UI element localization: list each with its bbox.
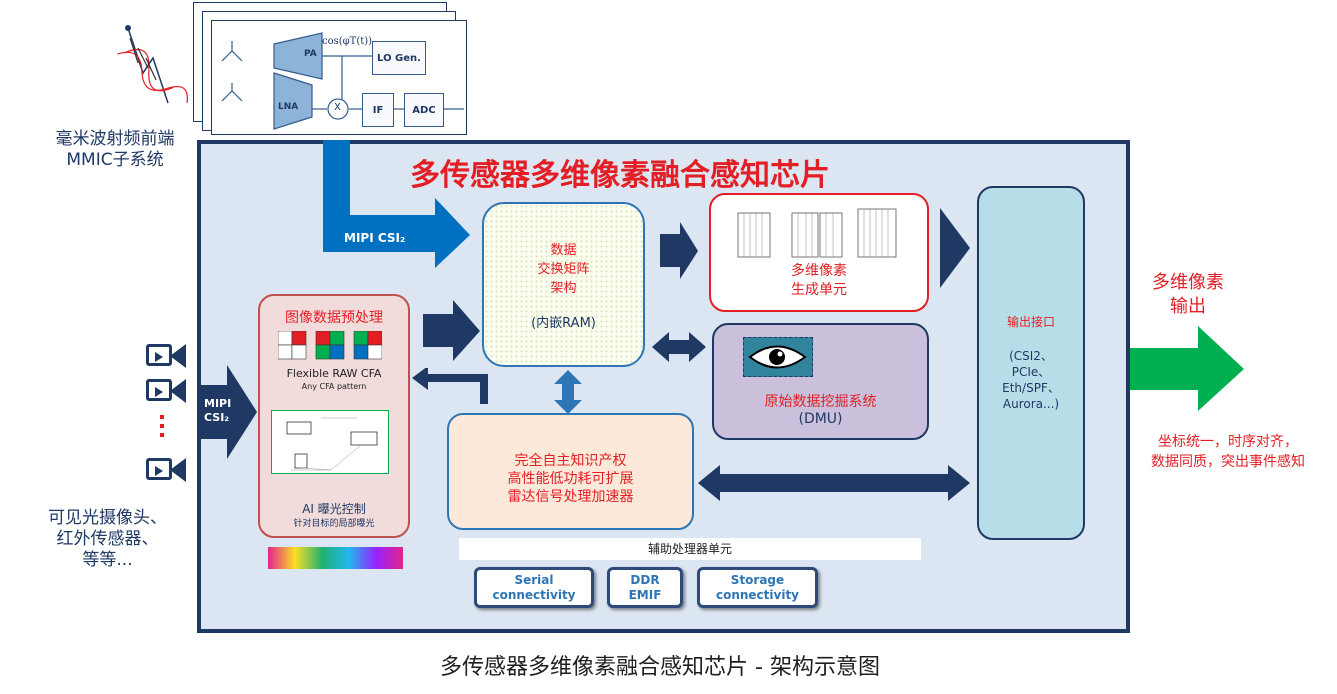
radar-line3: 雷达信号处理加速器 xyxy=(507,489,634,505)
chip-title: 多传感器多维像素融合感知芯片 xyxy=(410,158,830,193)
lo-gen-block: LO Gen. xyxy=(372,41,426,75)
camera-label-line2: 红外传感器、 xyxy=(56,529,159,549)
adc-label: ADC xyxy=(412,104,436,116)
ae-line2: 针对目标的局部曝光 xyxy=(293,519,375,529)
rf-signal-chain-lines xyxy=(221,32,464,130)
lo-gen-label: LO Gen. xyxy=(377,52,421,64)
crossbar-line2: 交换矩阵 xyxy=(537,262,590,277)
serial-line2: connectivity xyxy=(492,587,576,602)
camera-label-line3: 等等... xyxy=(82,550,133,570)
dmu-line1: 原始数据挖掘系统 xyxy=(764,394,877,410)
storage-line2: connectivity xyxy=(715,587,800,602)
rf-frontend-label: 毫米波射频前端 MMIC子系统 xyxy=(30,129,200,171)
output-desc-line2: 数据同质，突出事件感知 xyxy=(1151,454,1305,470)
crossbar-line1: 数据 xyxy=(550,243,577,258)
camera-label-line1: 可见光摄像头、 xyxy=(48,508,167,528)
pixel-gen-text: 多维像素 生成单元 xyxy=(709,262,929,300)
pixelgen-to-output-arrow xyxy=(940,208,970,288)
eye-icon xyxy=(743,337,813,377)
cfa-line2: Any CFA pattern xyxy=(301,382,367,391)
dmu-line2: (DMU) xyxy=(798,411,843,427)
mipi-left-label: MIPI CSI₂ xyxy=(204,397,231,425)
radar-text: 完全自主知识产权 高性能低功耗可扩展 雷达信号处理加速器 xyxy=(447,452,694,506)
mipi-top-arrow xyxy=(323,140,470,268)
ddr-line2: EMIF xyxy=(628,587,662,602)
tensor-cubes-icon xyxy=(737,208,897,258)
rf-label-line2: MMIC子系统 xyxy=(66,150,164,170)
crossbar-line4: (内嵌RAM) xyxy=(531,316,596,331)
output-if-line4: Aurora...) xyxy=(1002,397,1060,411)
crossbar-text: 数据 交换矩阵 架构 xyxy=(482,241,645,298)
ddr-line1: DDR xyxy=(630,572,660,587)
serial-line1: Serial xyxy=(514,572,554,587)
rf-label-line1: 毫米波射频前端 xyxy=(55,129,175,149)
output-if-title: 输出接口 xyxy=(1006,315,1055,329)
output-if-line1: (CSI2、 xyxy=(1009,349,1053,363)
lna-label: LNA xyxy=(278,102,299,112)
preprocess-title: 图像数据预处理 xyxy=(285,310,383,326)
camera-label: 可见光摄像头、 红外传感器、 等等... xyxy=(20,508,195,571)
output-desc: 坐标统一，时序对齐， 数据同质，突出事件感知 xyxy=(1122,432,1334,472)
radar-line1: 完全自主知识产权 xyxy=(514,453,627,469)
pixel-gen-line2: 生成单元 xyxy=(791,282,847,298)
ae-diagram-icon xyxy=(271,410,389,474)
pixel-gen-line1: 多维像素 xyxy=(791,263,847,279)
output-label-line1: 多维像素 xyxy=(1152,272,1224,293)
preprocess-to-crossbar-arrow xyxy=(423,300,480,361)
storage-line1: Storage xyxy=(730,572,785,587)
mipi-left-line1: MIPI xyxy=(204,397,232,410)
mixer-label: X xyxy=(334,102,341,113)
crossbar-box xyxy=(482,202,645,367)
mipi-left-line2: CSI₂ xyxy=(204,411,230,424)
adc-block: ADC xyxy=(404,93,444,127)
crossbar-dmu-bidirectional-arrow xyxy=(652,332,706,362)
output-if-list: (CSI2、 PCIe、 Eth/SPF、 Aurora...) xyxy=(977,348,1085,412)
crossbar-to-pixelgen-arrow xyxy=(660,222,698,279)
output-green-arrow xyxy=(1130,326,1244,411)
cfa-line1: Flexible RAW CFA xyxy=(286,367,382,380)
output-interface-box xyxy=(977,186,1085,540)
output-label: 多维像素 输出 xyxy=(1132,271,1244,319)
crossbar-radar-vertical-arrow xyxy=(554,370,582,414)
aux-label-bar: 辅助处理器单元 xyxy=(459,538,921,560)
radar-output-bidirectional-arrow xyxy=(698,465,970,501)
output-desc-line1: 坐标统一，时序对齐， xyxy=(1158,434,1298,450)
output-if-line3: Eth/SPF、 xyxy=(1002,381,1060,395)
color-gradient-strip xyxy=(268,547,403,569)
cfa-pattern-icons xyxy=(278,331,382,360)
antenna-waveform-icon xyxy=(117,25,188,104)
crossbar-to-preprocess-return-arrow xyxy=(412,368,488,404)
camera-icon-3 xyxy=(146,455,192,485)
camera-icon-1 xyxy=(146,341,192,371)
ae-line1: AI 曝光控制 xyxy=(302,502,366,516)
crossbar-line3: 架构 xyxy=(550,281,577,296)
output-if-line2: PCIe、 xyxy=(1011,365,1051,379)
aux-label: 辅助处理器单元 xyxy=(647,542,732,556)
rf-frontend-panel: PA LNA X IF ADC LO Gen. cos(φT(t)) xyxy=(211,20,467,135)
camera-icon-2 xyxy=(146,376,192,406)
cos-formula: cos(φT(t)) xyxy=(322,36,373,47)
radar-accelerator-box xyxy=(447,413,694,530)
if-block: IF xyxy=(362,93,394,127)
mipi-top-label: MIPI CSI₂ xyxy=(344,231,406,245)
pa-label: PA xyxy=(304,49,317,59)
mipi-left-arrow xyxy=(197,365,257,459)
if-label: IF xyxy=(372,104,384,116)
output-label-line2: 输出 xyxy=(1170,296,1206,317)
figure-caption: 多传感器多维像素融合感知芯片 - 架构示意图 xyxy=(440,655,880,680)
radar-line2: 高性能低功耗可扩展 xyxy=(507,471,634,487)
camera-ellipsis-dots xyxy=(160,415,166,437)
